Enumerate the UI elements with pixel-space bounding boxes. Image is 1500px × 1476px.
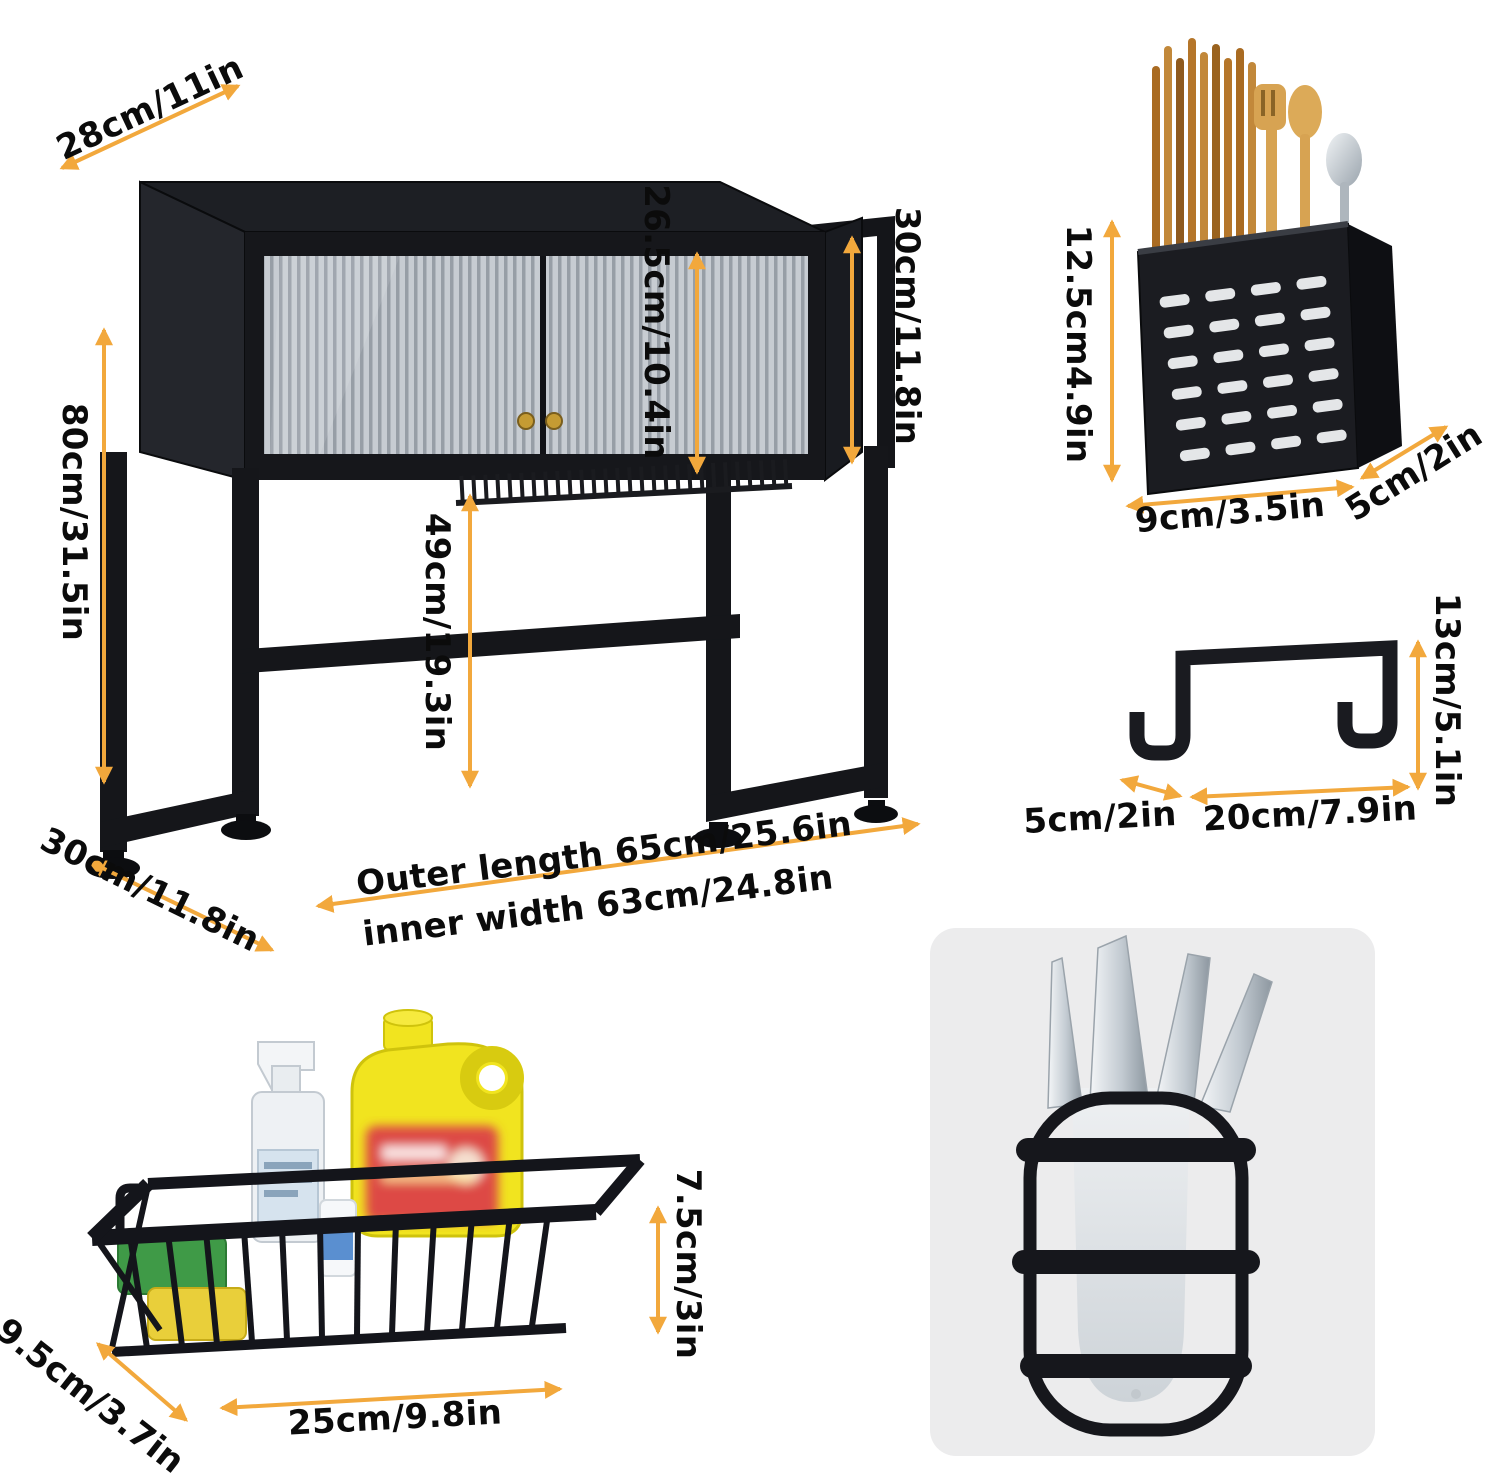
drain-hole xyxy=(1131,1389,1141,1399)
adjustable-foot xyxy=(854,805,898,823)
dim-label-holder-height: 12.5cm4.9in xyxy=(1058,224,1098,464)
rack-right-base-bar xyxy=(706,762,888,822)
knife-sheath xyxy=(1072,1088,1190,1402)
knife-cage-band xyxy=(1016,1138,1256,1162)
sink-caddy-basket-illustration xyxy=(87,1009,645,1357)
dimension-lines xyxy=(59,84,1449,1422)
knife-cage-band xyxy=(1012,1250,1260,1274)
holder-side-face xyxy=(1348,224,1402,468)
dimension-line xyxy=(1189,778,1411,806)
dimension-line xyxy=(219,1380,563,1417)
knife-cage-band xyxy=(1020,1354,1252,1378)
dimension-line xyxy=(95,1342,189,1422)
basket-frame xyxy=(87,1154,645,1357)
drip-rack-rail xyxy=(455,483,793,506)
dimension-line xyxy=(87,860,275,952)
rack-crossbar xyxy=(232,614,740,674)
yellow-sponge xyxy=(147,1287,247,1341)
wooden-spatula xyxy=(1288,85,1322,246)
door-divider xyxy=(540,256,546,454)
dimension-line xyxy=(59,84,241,170)
dim-label-rack-inner-height: 26.5cm/10.4in xyxy=(636,184,676,460)
gold-knob-left xyxy=(517,412,535,430)
hook-bracket-illustration xyxy=(1129,640,1398,761)
dim-label-rack-cabinet-height: 30cm/11.8in xyxy=(887,206,927,446)
knife-holder-illustration xyxy=(930,928,1375,1456)
rack-leg xyxy=(864,446,888,798)
spray-bottle xyxy=(251,1041,325,1243)
rack-left-base-bar xyxy=(100,788,259,848)
holder-top-edge xyxy=(1137,221,1349,255)
dim-label-rack-height: 80cm/31.5in xyxy=(54,402,94,642)
dim-label-rack-clearance: 49cm/19.3in xyxy=(417,512,457,752)
dimension-line xyxy=(1119,775,1183,801)
dim-label-basket-height: 7.5cm/3in xyxy=(668,1168,708,1360)
cabinet-right-panel xyxy=(824,216,863,483)
cabinet-top-face xyxy=(139,181,826,233)
dish-rack-illustration xyxy=(86,180,898,879)
utensil-holder-illustration xyxy=(1136,38,1402,496)
basket-hanging-hook xyxy=(115,1183,138,1232)
dim-label-hook-height: 13cm/5.1in xyxy=(1427,592,1467,808)
wooden-fork xyxy=(1254,84,1286,246)
rack-leg xyxy=(232,468,259,816)
fluted-glass-doors xyxy=(264,256,808,454)
cabinet-left-panel xyxy=(139,180,246,482)
dim-label-hook-depth: 5cm/2in xyxy=(1022,794,1178,842)
gold-knob-right xyxy=(545,412,563,430)
hook-bracket xyxy=(1129,640,1398,761)
glass-highlight xyxy=(270,256,400,454)
holder-drain-slots xyxy=(1159,276,1347,462)
chopsticks xyxy=(1152,38,1256,256)
dimension-line xyxy=(1359,425,1449,480)
adjustable-foot xyxy=(221,820,271,840)
dimension-line xyxy=(315,817,921,913)
detergent-jug xyxy=(350,1009,524,1238)
dimension-line xyxy=(1125,479,1355,514)
